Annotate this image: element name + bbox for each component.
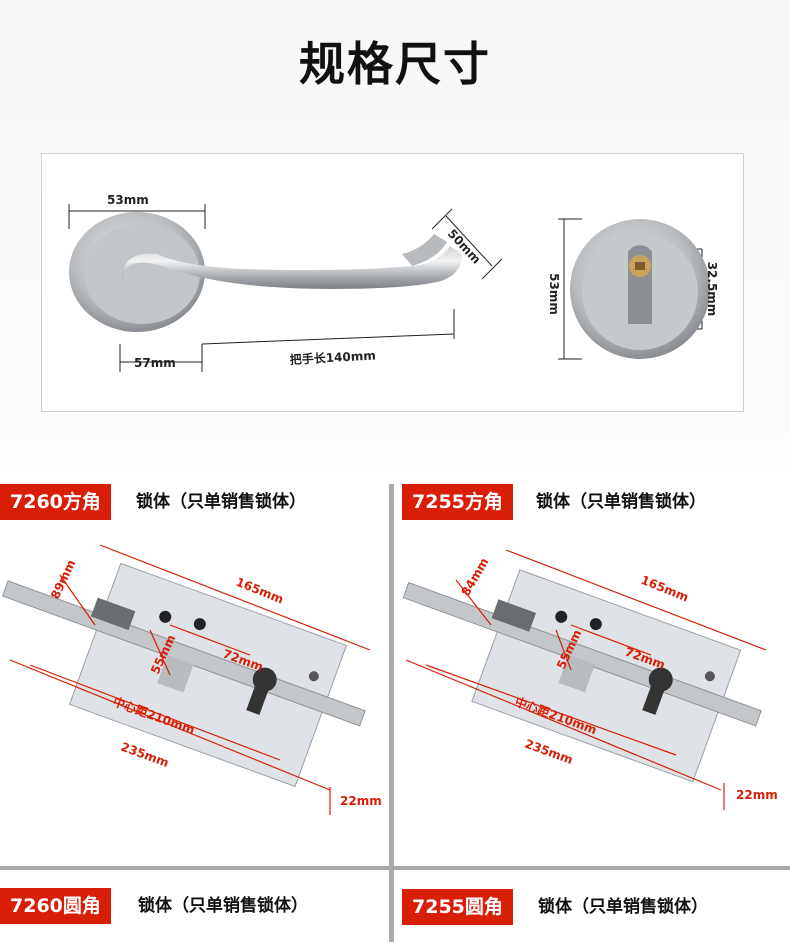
lock-width-label: 22mm xyxy=(736,788,778,802)
rose-depth-label: 57mm xyxy=(134,356,176,370)
cylinder-escutcheon-image xyxy=(570,219,710,359)
lock-width-label: 22mm xyxy=(340,794,382,808)
section-7255-round: 7255圆角 锁体（只单销售锁体） xyxy=(396,889,790,925)
section-7255-square: 7255方角 锁体（只单销售锁体） xyxy=(396,484,790,520)
lock-faceplate-label: 235mm xyxy=(523,737,575,767)
lock-7255-dimension-lines xyxy=(405,549,767,810)
rose-width-label: 53mm xyxy=(107,193,149,207)
lock-body-image xyxy=(1,562,366,788)
model-desc: 锁体（只单销售锁体） xyxy=(136,492,306,512)
model-tag: 7255方角 xyxy=(402,484,513,520)
model-desc: 锁体（只单销售锁体） xyxy=(536,492,706,512)
handle-spec-drawing: 53mm 57mm 把手长140mm 50mm 53mm 32.5mm xyxy=(68,193,719,372)
section-7260-round: 7260圆角 锁体（只单销售锁体） xyxy=(0,888,389,924)
escutcheon-diameter-label: 53mm xyxy=(547,273,561,315)
lever-handle-image xyxy=(69,212,462,332)
page-title: 规格尺寸 xyxy=(299,37,491,91)
cylinder-size-label: 32.5mm xyxy=(705,262,719,317)
section-7260-square: 7260方角 锁体（只单销售锁体） xyxy=(0,484,389,520)
lock-body-image xyxy=(402,569,762,783)
panel-divider-horizontal xyxy=(0,866,790,870)
model-desc: 锁体（只单销售锁体） xyxy=(138,896,308,916)
lock-depth-label: 84mm xyxy=(458,555,491,598)
lock-body-7260-drawing: 89mm 165mm 55mm 72mm 中心距210mm 235mm 22mm xyxy=(1,544,382,815)
model-tag: 7260圆角 xyxy=(0,888,111,924)
model-tag: 7260方角 xyxy=(0,484,111,520)
lock-body-7255-drawing: 84mm 165mm 55mm 72mm 中心距210mm 235mm 22mm xyxy=(402,549,778,810)
handle-length-label: 把手长140mm xyxy=(289,348,376,367)
model-tag: 7255圆角 xyxy=(402,889,513,925)
lock-length-label: 165mm xyxy=(234,575,286,607)
lock-7260-dimension-lines xyxy=(9,544,371,815)
lock-faceplate-label: 235mm xyxy=(119,740,171,770)
handle-spec-box: 53mm 57mm 把手长140mm 50mm 53mm 32.5mm xyxy=(41,153,744,412)
lock-length-label: 165mm xyxy=(639,573,691,605)
model-desc: 锁体（只单销售锁体） xyxy=(538,897,708,917)
panel-divider-vertical xyxy=(389,484,394,942)
